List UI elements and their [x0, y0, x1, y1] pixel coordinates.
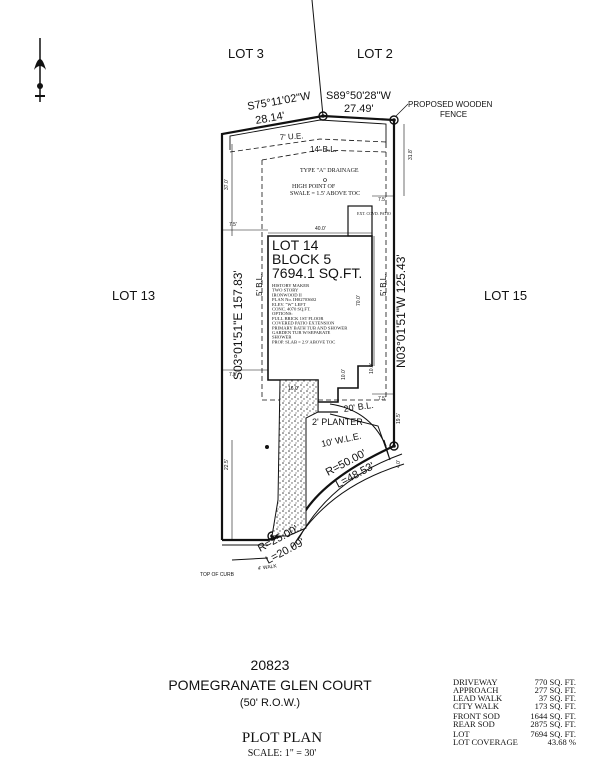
high-point-note: HIGH POINT OF [292, 184, 336, 190]
area-label: LOT [453, 729, 470, 739]
area-label: APPROACH [453, 685, 498, 695]
front-bl-note: 20' B.L. [343, 400, 374, 414]
right-of-way: (50' R.O.W.) [240, 697, 300, 709]
fence-note: PROPOSED WOODEN [408, 100, 493, 109]
area-label: LEAD WALK [453, 693, 503, 703]
dim-22-5: 22.5' [224, 459, 230, 470]
area-value: 277 SQ. FT. [535, 685, 576, 695]
left-bl-note: 5' B.L. [255, 274, 264, 296]
lot-13-label: LOT 13 [112, 288, 155, 303]
bearing-top-right: S89°50'28"W [326, 90, 391, 102]
dim-10-b: 10.0' [341, 369, 347, 380]
dimension-lines [222, 124, 405, 540]
bearing-top-left: S75°11'02"W [246, 90, 312, 113]
drainage-note: TYPE "A" DRAINAGE [300, 168, 359, 174]
scale-note: SCALE: 1" = 30' [248, 748, 317, 759]
house-detail-line: CONC. 4070 SQ.FT. [272, 307, 311, 312]
area-value: 173 SQ. FT. [535, 701, 576, 711]
fence-note-2: FENCE [440, 110, 467, 119]
block-number: BLOCK 5 [272, 251, 331, 267]
planter-note: 2' PLANTER [312, 417, 363, 427]
area-table: DRIVEWAY 770 SQ. FT. APPROACH 277 SQ. FT. LE… [453, 677, 576, 747]
dim-10-a: 10.0' [369, 363, 375, 374]
area-value: 1644 SQ. FT. [530, 711, 576, 721]
house-detail-line: TWO STORY [272, 288, 299, 293]
house-detail-line: COVERED PATIO EXTENSION [272, 321, 335, 326]
bearing-top-left-distance: 28.14' [254, 110, 285, 127]
area-label: REAR SOD [453, 719, 495, 729]
lot-2-label: LOT 2 [357, 46, 393, 61]
corner-pins [267, 111, 399, 541]
area-value: 43.68 % [548, 737, 576, 747]
house-detail-line: IRONWOOD II [272, 292, 302, 297]
dim-house-width: 40.0' [315, 226, 326, 232]
house-detail-line: ELEV. "W" LEFT [272, 302, 306, 307]
house-detail-line: FULL BRICK 1ST FLOOR [272, 316, 324, 321]
area-value: 37 SQ. FT. [539, 693, 576, 703]
area-value: 770 SQ. FT. [535, 677, 576, 687]
plot-plan-title: PLOT PLAN [242, 730, 322, 746]
dim-16: 16.0' [288, 386, 299, 392]
walk-note: 4' WALK [257, 563, 277, 572]
area-label: CITY WALK [453, 701, 500, 711]
lot-area: 7694.1 SQ.FT. [272, 265, 362, 281]
top-of-curb-note: TOP OF CURB [200, 572, 235, 578]
area-value: 2875 SQ. FT. [530, 719, 576, 729]
dim-19-5: 19.5' [396, 413, 402, 424]
dim-side-c: 7.5' [229, 372, 237, 378]
area-label: FRONT SOD [453, 711, 500, 721]
bearing-right-side: N03°01'51"W 125.43' [394, 254, 408, 368]
house-detail-line: PRIMARY BATH TUB AND SHOWER [272, 325, 348, 330]
lot-3-label: LOT 3 [228, 46, 264, 61]
house-detail-line: SHOWER [272, 335, 292, 340]
lot-number: LOT 14 [272, 237, 319, 253]
bearing-left-side: S03°01'51"E 157.83' [231, 270, 245, 380]
house-detail-line: GARDEN TUB W/SEPARATE [272, 330, 331, 335]
north-arrow-icon [34, 38, 46, 102]
rear-bl-note: 14' B.L. [310, 145, 337, 154]
dim-side-b: 7.5' [378, 197, 386, 203]
area-value: 7694 SQ. FT. [530, 729, 576, 739]
address-number: 20823 [251, 657, 290, 673]
house-detail-line: PLAN No. IH02703602 [272, 297, 317, 302]
walkway [222, 403, 405, 561]
house-detail-line: OPTIONS: [272, 311, 293, 316]
dim-4: 4.0' [396, 460, 402, 468]
lot-15-label: LOT 15 [484, 288, 527, 303]
house-detail-line: HISTORY MAKER [272, 283, 310, 288]
house-detail-line: PROP. SLAB = 2.9' ABOVE TOC [272, 339, 335, 344]
dim-rear-left: 37.0' [224, 179, 230, 190]
right-bl-note: 5' B.L. [379, 274, 388, 296]
dim-house-depth: 70.0' [356, 295, 362, 306]
area-label: LOT COVERAGE [453, 737, 518, 747]
dim-side-d: 7.5' [378, 396, 386, 402]
ue-note: 7' U.E. [280, 131, 304, 142]
wle-note: 10' W.L.E. [320, 431, 362, 449]
dim-side-a: 7.5' [229, 222, 237, 228]
dim-rear-right: 31.8' [408, 149, 414, 160]
patio-note: EXT. COVD. PATIO [357, 211, 391, 216]
bearing-top-right-distance: 27.49' [344, 103, 374, 115]
driveway [271, 379, 319, 537]
swale-note: SWALE = 1.5' ABOVE TOC [290, 191, 360, 197]
street-name: POMEGRANATE GLEN COURT [168, 677, 372, 693]
area-label: DRIVEWAY [453, 677, 498, 687]
